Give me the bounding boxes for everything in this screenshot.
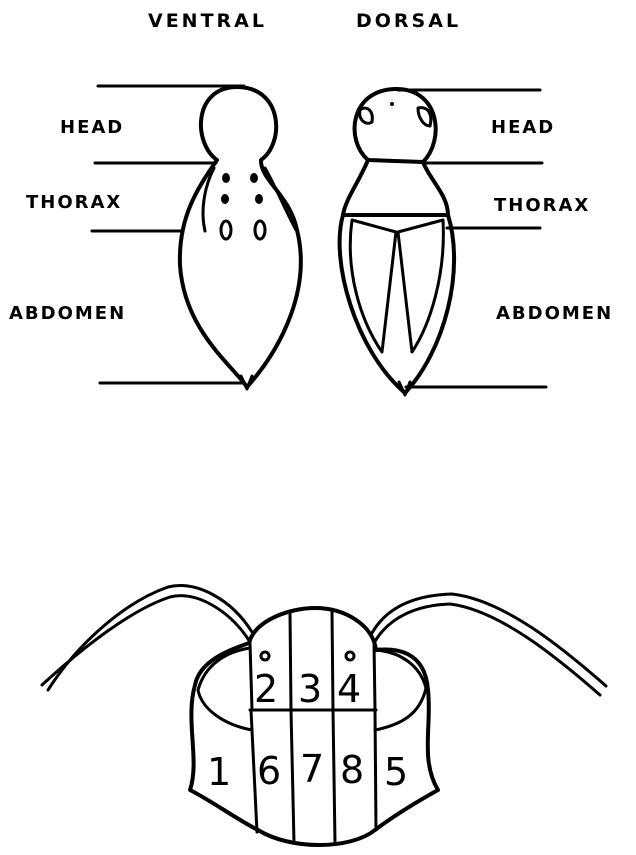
- dorsal-abdomen-outline: [340, 215, 454, 393]
- segment-number-7: 7: [300, 747, 324, 791]
- right-antenna: [374, 604, 600, 695]
- ventral-body-outline: [180, 87, 301, 387]
- segment-number-2: 2: [254, 667, 278, 711]
- dorsal-abdomen-label: ABDOMEN: [496, 303, 613, 324]
- dorsal-left-eye: [360, 108, 373, 123]
- head-segment-map: 1 2 3 4 5 6 7 8: [42, 586, 606, 845]
- dorsal-left-wing: [350, 220, 396, 352]
- segment-number-1: 1: [207, 750, 231, 794]
- dorsal-view-title: DORSAL: [356, 10, 461, 32]
- segment-number-4: 4: [337, 667, 361, 711]
- dorsal-view: HEAD THORAX ABDOMEN: [340, 89, 614, 395]
- segment-divider: [374, 643, 375, 710]
- segment-divider: [333, 710, 335, 843]
- ventral-thorax-label: THORAX: [26, 192, 122, 213]
- dorsal-tail-tip: [399, 382, 410, 395]
- ocellus-marker: [261, 652, 269, 660]
- dorsal-head-outline: [355, 89, 436, 162]
- ventral-view: HEAD THORAX ABDOMEN: [9, 86, 301, 389]
- dorsal-right-eye: [418, 108, 431, 126]
- dorsal-thorax-outline: [343, 160, 448, 215]
- left-antenna: [42, 596, 250, 685]
- ventral-tail-tip: [241, 376, 252, 389]
- ventral-spot: [255, 194, 263, 204]
- segment-number-8: 8: [340, 748, 364, 792]
- dorsal-thorax-label: THORAX: [494, 195, 590, 216]
- ventral-spot: [250, 173, 258, 183]
- ocellus-marker: [346, 652, 354, 660]
- segment-number-3: 3: [298, 667, 322, 711]
- segment-divider: [291, 710, 294, 843]
- ventral-head-label: HEAD: [60, 117, 124, 138]
- ventral-abdomen-label: ABDOMEN: [9, 303, 126, 324]
- dorsal-right-wing: [398, 220, 443, 352]
- ventral-right-leg-line: [265, 168, 296, 230]
- segment-number-6: 6: [257, 749, 281, 793]
- segment-divider: [290, 612, 291, 710]
- dorsal-ocellus: [390, 102, 394, 106]
- dorsal-head-label: HEAD: [491, 117, 555, 138]
- ventral-coxa-right: [255, 221, 265, 239]
- segment-number-5: 5: [384, 750, 408, 794]
- ventral-spot: [221, 194, 229, 204]
- head-outline: [190, 608, 438, 845]
- ventral-view-title: VENTRAL: [148, 10, 267, 32]
- segment-divider: [250, 643, 252, 710]
- ventral-spot: [222, 173, 230, 183]
- segment-divider: [375, 710, 376, 830]
- segment-divider: [332, 612, 333, 710]
- left-antenna: [48, 586, 252, 690]
- ventral-coxa-left: [221, 221, 231, 239]
- left-compound-eye: [198, 648, 252, 730]
